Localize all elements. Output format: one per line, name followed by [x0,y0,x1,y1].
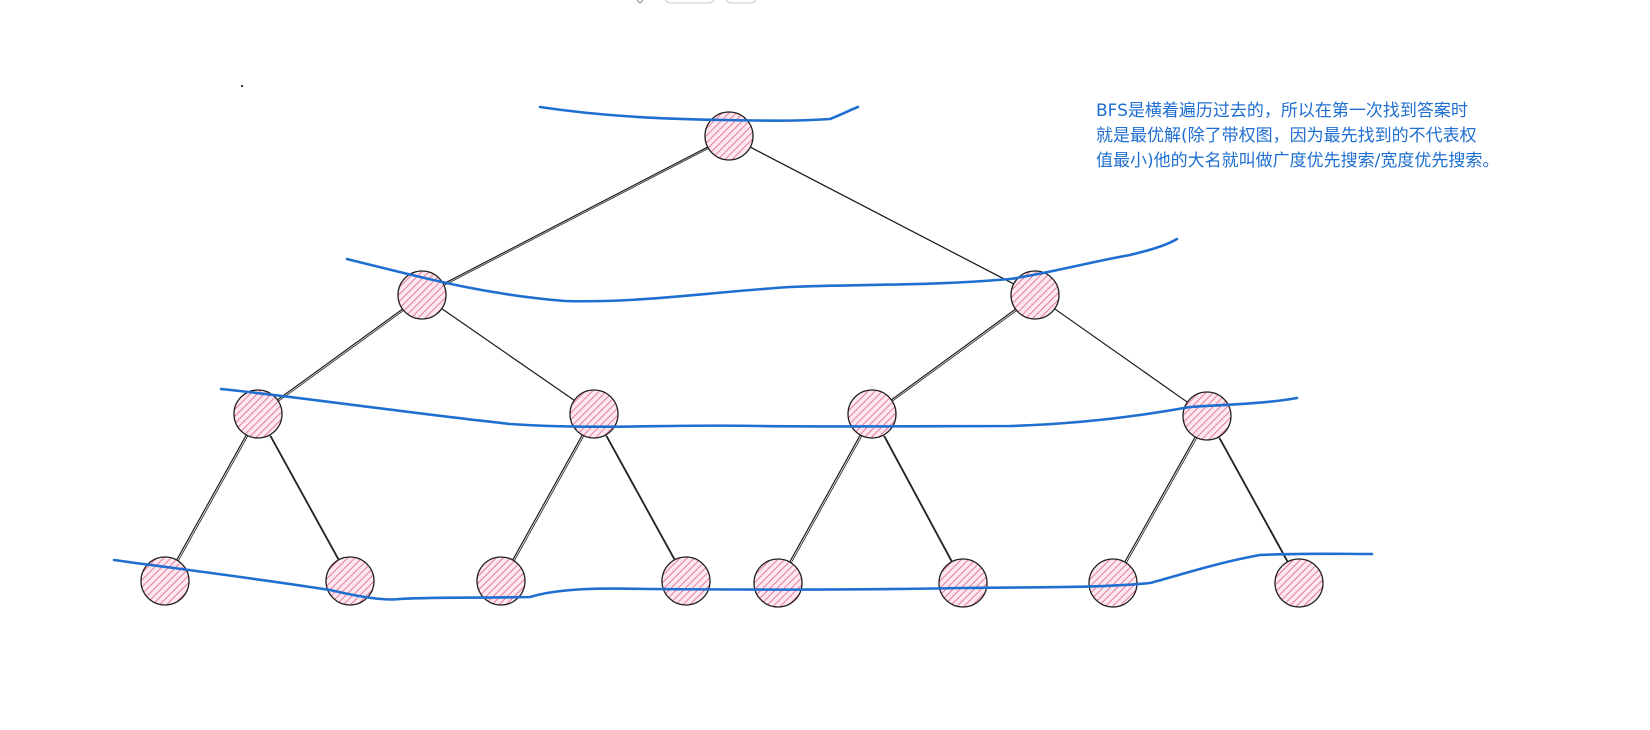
tree-node[interactable] [704,111,754,161]
tree-edge[interactable] [882,434,953,563]
tree-node[interactable] [847,389,897,439]
tree-edge[interactable] [1124,436,1196,563]
top-toolbar-fragment [636,0,757,4]
tree-edge[interactable] [176,434,247,561]
tree-edge[interactable] [443,146,708,285]
tree-edge[interactable] [277,308,403,401]
tree-node[interactable] [1182,391,1232,441]
tree-nodes [140,111,1324,608]
tree-edge-sketch [443,309,576,402]
tree-edge-sketch [1219,437,1290,564]
tree-edge[interactable] [891,308,1016,401]
tree-node[interactable] [753,558,803,608]
tree-edge-sketch [892,309,1018,402]
annotation-line-2: 就是最优解(除了带权图，因为最先找到的不代表权 [1096,126,1477,146]
tree-edge-sketch [177,435,249,562]
tree-edge[interactable] [605,434,675,561]
tree-node[interactable] [1010,270,1060,320]
tree-edge-sketch [1055,309,1190,404]
tree-edge-sketch [884,435,954,564]
tree-edge[interactable] [789,434,861,563]
tree-node[interactable] [233,389,283,439]
tree-node[interactable] [938,558,988,608]
level-line-1[interactable] [538,105,860,122]
annotation-line-1: BFS是横着遍历过去的，所以在第一次找到答案时 [1096,101,1468,121]
tree-node[interactable] [476,556,526,606]
tree-edge-sketch [278,309,405,402]
tree-edge-sketch [270,435,341,562]
tree-edge-sketch [606,435,677,562]
tree-node[interactable] [569,389,619,439]
tree-node[interactable] [1088,558,1138,608]
tree-edges [176,146,1290,564]
level-lines [112,105,1374,601]
tree-edge-sketch [444,147,710,286]
tree-node[interactable] [661,556,711,606]
tree-edge[interactable] [1218,436,1288,563]
tree-edge[interactable] [269,434,339,561]
stray-dot [240,84,244,88]
annotation-line-3: 值最小)他的大名就叫做广度优先搜索/宽度优先搜索。 [1096,151,1499,171]
tree-node[interactable] [397,270,447,320]
annotation: BFS是横着遍历过去的，所以在第一次找到答案时 就是最优解(除了带权图，因为最先… [1096,101,1499,171]
toolbar-button-stub[interactable] [664,0,715,4]
tree-node[interactable] [1274,558,1324,608]
tree-edge-sketch [513,435,585,562]
level-line-3[interactable] [219,387,1299,429]
tree-edge-sketch [1125,437,1198,564]
level-line-4[interactable] [112,552,1374,601]
level-line-2[interactable] [345,237,1179,303]
tree-edge-sketch [751,147,1016,286]
toolbar-icon-fragment [636,0,644,4]
toolbar-button-stub[interactable] [725,0,757,4]
tree-edge-sketch [790,435,863,564]
tree-edge[interactable] [512,434,583,561]
